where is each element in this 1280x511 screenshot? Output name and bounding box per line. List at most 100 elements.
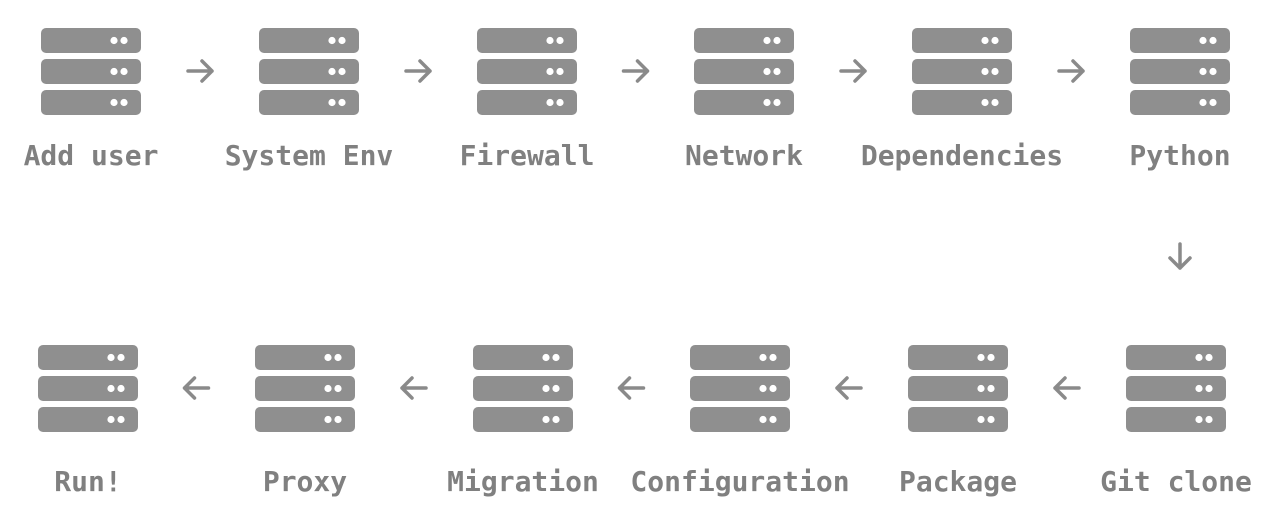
arrow-left-icon — [617, 376, 646, 400]
server-unit — [690, 376, 790, 401]
server-unit — [1126, 345, 1226, 370]
server-led — [1205, 415, 1213, 424]
server-led — [991, 67, 999, 76]
arrow-down-icon — [1168, 242, 1192, 270]
server-led — [1209, 98, 1217, 107]
server-led — [759, 415, 767, 424]
server-led — [759, 353, 767, 362]
server-icon — [255, 345, 355, 432]
server-unit — [908, 407, 1008, 432]
server-unit — [259, 90, 359, 115]
server-led — [763, 98, 771, 107]
pipeline-step: Network — [685, 28, 803, 172]
server-led — [1199, 67, 1207, 76]
server-led — [556, 67, 564, 76]
server-led — [546, 98, 554, 107]
server-unit — [1126, 376, 1226, 401]
server-led — [338, 36, 346, 45]
server-icon — [259, 28, 359, 115]
server-led — [556, 98, 564, 107]
server-unit — [694, 28, 794, 53]
server-unit — [38, 407, 138, 432]
server-led — [977, 353, 985, 362]
server-icon — [690, 345, 790, 432]
server-unit — [694, 90, 794, 115]
server-led — [987, 384, 995, 393]
server-led — [324, 415, 332, 424]
server-led — [338, 67, 346, 76]
server-icon — [41, 28, 141, 115]
server-led — [991, 36, 999, 45]
server-icon — [1130, 28, 1230, 115]
server-unit — [908, 345, 1008, 370]
server-led — [769, 353, 777, 362]
server-led — [977, 415, 985, 424]
step-label: Migration — [447, 465, 599, 498]
server-led — [552, 353, 560, 362]
server-led — [773, 98, 781, 107]
server-unit — [477, 59, 577, 84]
server-led — [542, 415, 550, 424]
server-led — [981, 98, 989, 107]
server-led — [328, 36, 336, 45]
step-label: Git clone — [1100, 465, 1252, 498]
server-unit — [473, 345, 573, 370]
pipeline-step: Run! — [38, 345, 138, 498]
server-led — [1205, 353, 1213, 362]
server-unit — [1130, 59, 1230, 84]
arrow-left-icon — [835, 376, 863, 400]
server-led — [110, 67, 118, 76]
server-led — [1199, 36, 1207, 45]
server-icon — [473, 345, 573, 432]
pipeline-step: Add user — [24, 28, 159, 172]
arrow-left-icon — [400, 376, 428, 400]
server-led — [977, 384, 985, 393]
server-led — [110, 98, 118, 107]
pipeline-step: Configuration — [630, 345, 850, 498]
step-label: Network — [685, 139, 803, 172]
server-icon — [912, 28, 1012, 115]
server-led — [769, 415, 777, 424]
pipeline-step: Python — [1129, 28, 1231, 172]
server-led — [120, 67, 128, 76]
server-led — [542, 384, 550, 393]
server-led — [117, 384, 125, 393]
server-icon — [477, 28, 577, 115]
server-led — [1195, 384, 1203, 393]
server-unit — [255, 407, 355, 432]
server-led — [546, 36, 554, 45]
arrow-left-icon — [182, 376, 211, 400]
server-led — [338, 98, 346, 107]
server-led — [773, 36, 781, 45]
server-led — [117, 353, 125, 362]
server-led — [334, 415, 342, 424]
server-led — [546, 67, 554, 76]
server-led — [769, 384, 777, 393]
server-led — [107, 384, 115, 393]
pipeline-step: Package — [899, 345, 1017, 498]
server-unit — [259, 28, 359, 53]
arrow-right-icon — [404, 59, 432, 83]
server-led — [1199, 98, 1207, 107]
server-led — [1195, 415, 1203, 424]
pipeline-step: Migration — [447, 345, 599, 498]
arrow-right-icon — [839, 59, 867, 83]
server-led — [981, 36, 989, 45]
server-unit — [1130, 28, 1230, 53]
step-label: Add user — [24, 139, 159, 172]
server-led — [773, 67, 781, 76]
server-led — [981, 67, 989, 76]
server-led — [120, 98, 128, 107]
server-unit — [690, 345, 790, 370]
server-unit — [473, 376, 573, 401]
server-led — [763, 67, 771, 76]
server-unit — [41, 28, 141, 53]
step-label: Python — [1129, 139, 1230, 172]
server-led — [324, 353, 332, 362]
step-label: Dependencies — [861, 139, 1063, 172]
server-led — [1209, 36, 1217, 45]
server-led — [987, 353, 995, 362]
server-unit — [38, 345, 138, 370]
server-unit — [1130, 90, 1230, 115]
